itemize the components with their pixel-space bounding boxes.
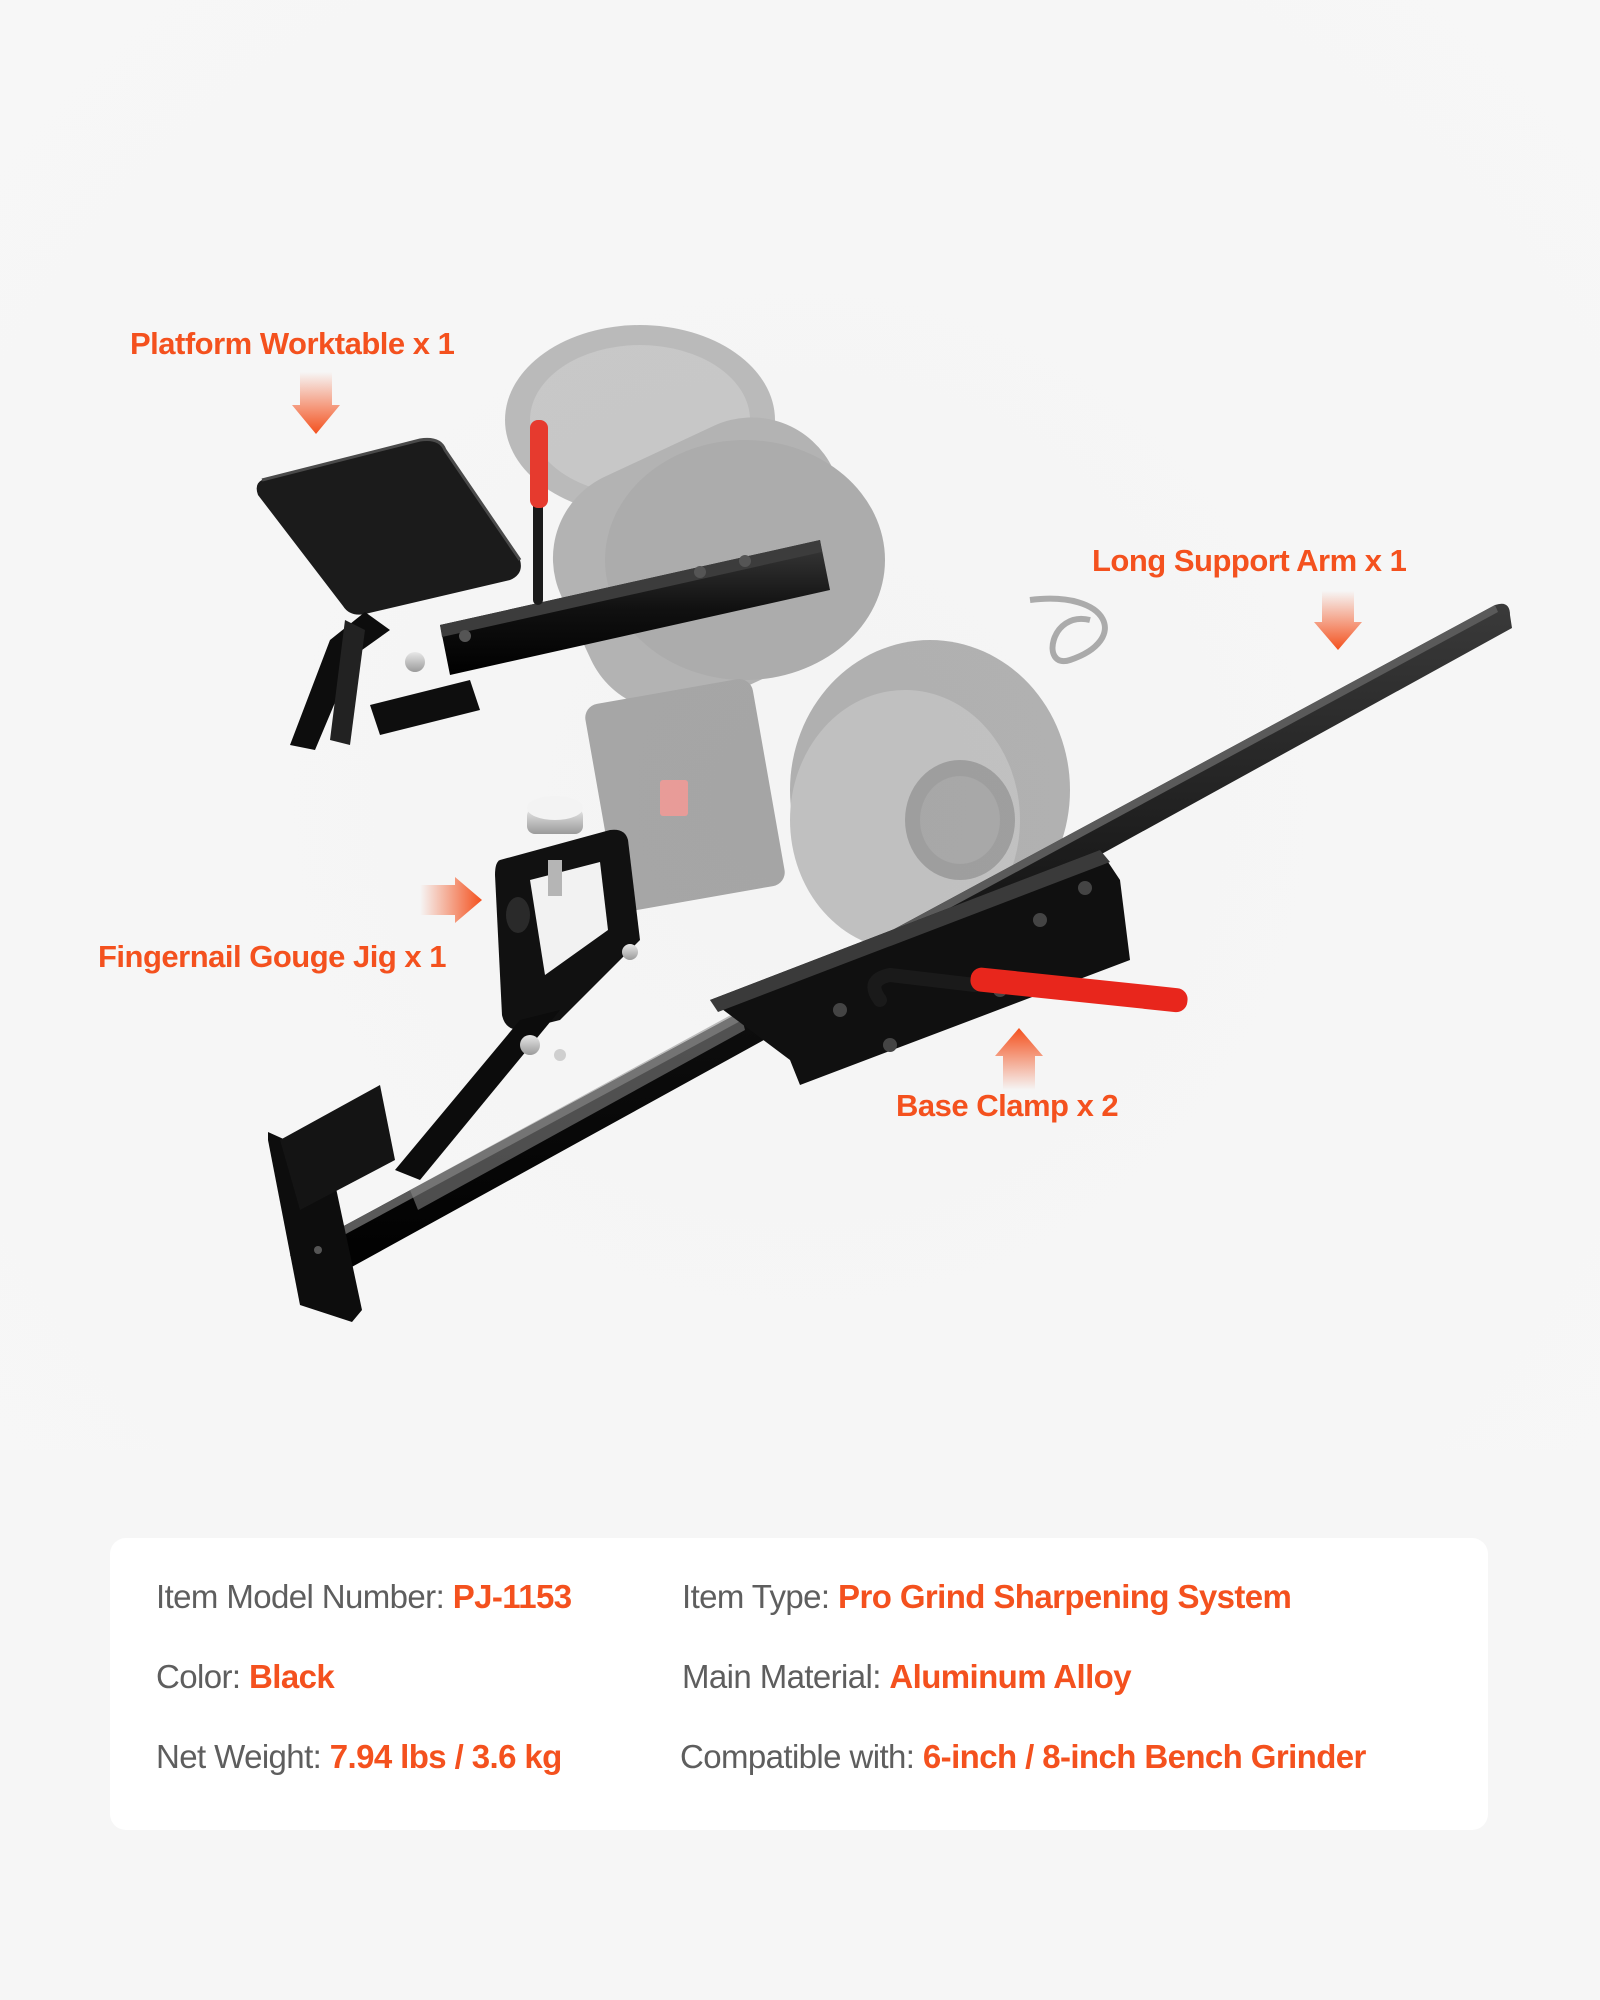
base-clamp-arrow-icon bbox=[995, 1028, 1043, 1090]
long-support-arm-arrow-icon bbox=[1314, 591, 1362, 650]
spec-value: 6-inch / 8-inch Bench Grinder bbox=[922, 1738, 1366, 1775]
spec-value: Pro Grind Sharpening System bbox=[838, 1578, 1292, 1615]
fingernail-gouge-jig-part bbox=[395, 796, 640, 1180]
spec-value: PJ-1153 bbox=[452, 1578, 572, 1615]
spec-value: Aluminum Alloy bbox=[889, 1658, 1131, 1695]
spec-label: Color: bbox=[156, 1658, 241, 1695]
spec-main-material: Main Material: Aluminum Alloy bbox=[682, 1658, 1132, 1696]
spec-item-type: Item Type: Pro Grind Sharpening System bbox=[682, 1578, 1292, 1616]
spec-value: Black bbox=[249, 1658, 335, 1695]
product-illustration bbox=[256, 325, 1512, 1322]
long-support-arm-part bbox=[268, 603, 1512, 1322]
spec-color: Color: Black bbox=[156, 1658, 335, 1696]
callout-fingernail-gouge-jig: Fingernail Gouge Jig x 1 bbox=[98, 939, 447, 974]
platform-worktable-arrow-icon bbox=[292, 372, 340, 434]
callout-platform-worktable: Platform Worktable x 1 bbox=[130, 326, 455, 361]
spec-label: Main Material: bbox=[682, 1658, 881, 1695]
spec-net-weight: Net Weight: 7.94 lbs / 3.6 kg bbox=[156, 1738, 562, 1776]
spec-label: Item Type: bbox=[682, 1578, 830, 1615]
spec-item-model-number: Item Model Number: PJ-1153 bbox=[156, 1578, 572, 1616]
spec-label: Compatible with: bbox=[680, 1738, 915, 1775]
callout-base-clamp: Base Clamp x 2 bbox=[896, 1088, 1119, 1123]
fingernail-gouge-jig-arrow-icon bbox=[420, 877, 482, 923]
spec-card: Item Model Number: PJ-1153 Color: Black … bbox=[110, 1538, 1488, 1830]
platform-worktable-part bbox=[256, 420, 830, 750]
spec-compatible-with: Compatible with: 6-inch / 8-inch Bench G… bbox=[680, 1738, 1366, 1776]
bench-grinder-ghost bbox=[505, 325, 1108, 950]
spec-value: 7.94 lbs / 3.6 kg bbox=[329, 1738, 563, 1775]
callout-long-support-arm: Long Support Arm x 1 bbox=[1092, 543, 1407, 578]
spec-label: Net Weight: bbox=[156, 1738, 322, 1775]
spec-label: Item Model Number: bbox=[156, 1578, 445, 1615]
